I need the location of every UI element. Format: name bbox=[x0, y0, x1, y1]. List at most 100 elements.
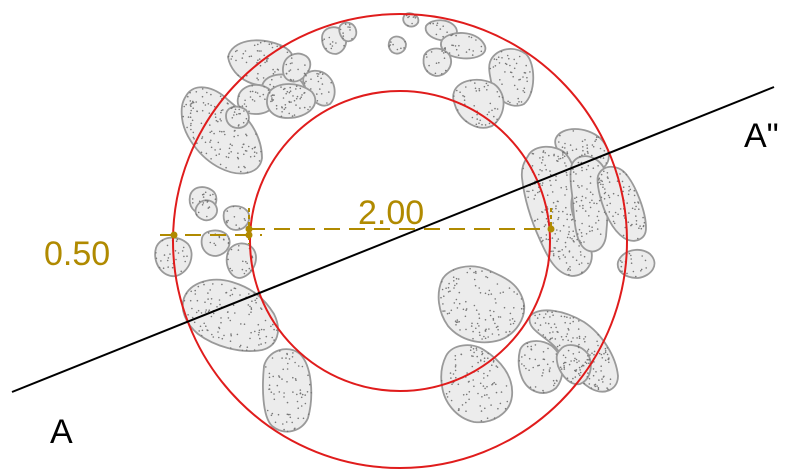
grain-dot bbox=[598, 199, 601, 202]
grain bbox=[262, 348, 313, 433]
grain-dot bbox=[448, 312, 451, 315]
grain-dot bbox=[486, 276, 489, 279]
grain-dot bbox=[542, 391, 545, 394]
grain-dot bbox=[578, 320, 580, 322]
grain-dot bbox=[563, 366, 565, 369]
grain-dot bbox=[518, 101, 520, 103]
grain-dot bbox=[481, 350, 483, 353]
grain-dot bbox=[271, 46, 274, 49]
grain-dot bbox=[474, 87, 477, 90]
grain-dot bbox=[541, 374, 543, 377]
grain-dot bbox=[581, 272, 583, 274]
grain-dot bbox=[486, 394, 488, 396]
grain-dot bbox=[578, 245, 580, 247]
grain-dot bbox=[500, 391, 503, 393]
grain-dot bbox=[499, 402, 502, 405]
grain-dot bbox=[228, 238, 230, 240]
grain-dot bbox=[317, 80, 320, 83]
grain-dot bbox=[306, 391, 309, 393]
grain-dot bbox=[435, 33, 438, 36]
grain-dot bbox=[547, 322, 550, 325]
grain-dot bbox=[587, 164, 590, 167]
grain-dot bbox=[492, 361, 495, 363]
grain-dot bbox=[299, 392, 302, 395]
grain-dot bbox=[542, 369, 545, 371]
grain-dot bbox=[453, 287, 455, 289]
grain-dot bbox=[542, 156, 544, 158]
grain-dot bbox=[480, 50, 483, 53]
grain-dot bbox=[244, 166, 246, 169]
grain-dot bbox=[303, 106, 306, 109]
grain-dot bbox=[304, 402, 307, 405]
grain-dot bbox=[273, 94, 275, 96]
grain-dot bbox=[220, 317, 222, 319]
grain-dot bbox=[600, 353, 603, 356]
grain-dot bbox=[516, 293, 518, 295]
grain-dot bbox=[493, 310, 495, 313]
grain-dot bbox=[239, 105, 241, 108]
grain-dot bbox=[509, 64, 511, 67]
grain-dot bbox=[248, 55, 251, 58]
grain-dot bbox=[587, 355, 589, 357]
grain-dot bbox=[292, 79, 295, 81]
grain-dot bbox=[612, 215, 614, 217]
grain-dot bbox=[494, 107, 496, 110]
grain-dot bbox=[622, 186, 625, 188]
grain-dot bbox=[555, 207, 557, 210]
grain-dot bbox=[297, 68, 299, 71]
grain-dot bbox=[478, 89, 481, 92]
grain-dot bbox=[570, 180, 572, 182]
grain-dot bbox=[552, 254, 555, 257]
grain-dot bbox=[233, 111, 236, 113]
grain-dot bbox=[630, 254, 632, 257]
grain-dot bbox=[476, 322, 479, 325]
grain-dot bbox=[276, 45, 279, 48]
grain-dot bbox=[446, 312, 449, 315]
grain-dot bbox=[584, 340, 586, 343]
grain-dot bbox=[223, 334, 225, 337]
grain-dot bbox=[442, 25, 445, 28]
grain-dot bbox=[553, 323, 556, 325]
grain-dot bbox=[499, 79, 501, 81]
grain-dot bbox=[508, 287, 511, 289]
grain-dot bbox=[441, 288, 444, 291]
grain-dot bbox=[392, 43, 394, 46]
grain-dot bbox=[211, 333, 213, 336]
grain-dot bbox=[268, 43, 271, 45]
grain-dot bbox=[232, 205, 235, 208]
grain-dot bbox=[526, 342, 529, 345]
grain-dot bbox=[577, 184, 579, 187]
grain-dot bbox=[280, 76, 282, 78]
grain-dot bbox=[549, 173, 552, 176]
grain-dot bbox=[191, 119, 194, 122]
grain-dot bbox=[479, 119, 482, 122]
grain-dot bbox=[545, 217, 548, 220]
grain-dot bbox=[579, 240, 581, 242]
grain-dot bbox=[260, 150, 262, 153]
grain-dot bbox=[472, 337, 474, 340]
grain-dot bbox=[227, 156, 230, 159]
grain-dot bbox=[465, 51, 468, 53]
grain-dot bbox=[235, 113, 238, 116]
grain-dot bbox=[588, 362, 590, 365]
grain-dot bbox=[588, 215, 590, 217]
grain-dot bbox=[558, 210, 560, 213]
grain-dot bbox=[452, 276, 455, 279]
grain-dot bbox=[250, 269, 252, 272]
grain-dot bbox=[588, 358, 591, 361]
grain-dot bbox=[310, 78, 312, 80]
grain-dot bbox=[522, 308, 525, 310]
grain-dot bbox=[457, 278, 460, 280]
grain-dot bbox=[229, 340, 232, 343]
grain-dot bbox=[253, 155, 256, 158]
grain-dot bbox=[234, 50, 237, 53]
grain-dot bbox=[275, 108, 278, 110]
grain-dot bbox=[251, 98, 254, 101]
grain-dot bbox=[503, 306, 506, 309]
grain-dot bbox=[465, 86, 467, 88]
grain-dot bbox=[507, 334, 510, 336]
grain-dot bbox=[569, 237, 571, 239]
grain-dot bbox=[193, 138, 195, 140]
grain-dot bbox=[530, 91, 532, 93]
grain-dot bbox=[320, 93, 323, 95]
